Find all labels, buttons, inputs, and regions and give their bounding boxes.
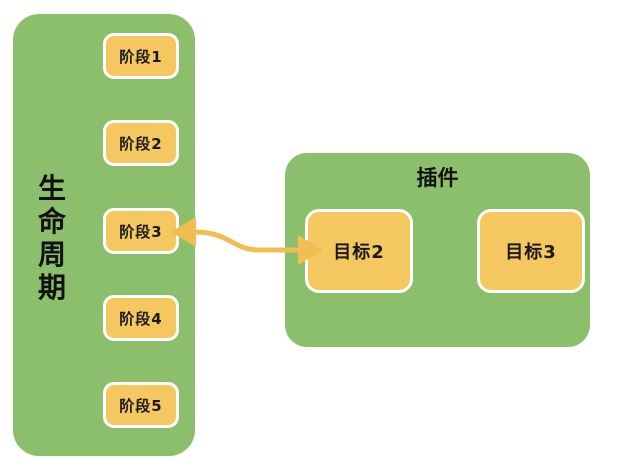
stage-node-3[interactable]: 阶段3 — [103, 208, 179, 254]
bidirectional-arrow-icon — [171, 217, 323, 265]
stage-node-2[interactable]: 阶段2 — [103, 120, 179, 166]
stage-node-1[interactable]: 阶段1 — [103, 33, 179, 79]
stage-node-5[interactable]: 阶段5 — [103, 382, 179, 428]
goal-node-3[interactable]: 目标3 — [477, 209, 585, 293]
goal-node-2[interactable]: 目标2 — [305, 209, 413, 293]
lifecycle-panel-title: 生命周期 — [37, 172, 66, 305]
stage-node-4[interactable]: 阶段4 — [103, 295, 179, 341]
plugin-panel-title: 插件 — [416, 166, 459, 190]
